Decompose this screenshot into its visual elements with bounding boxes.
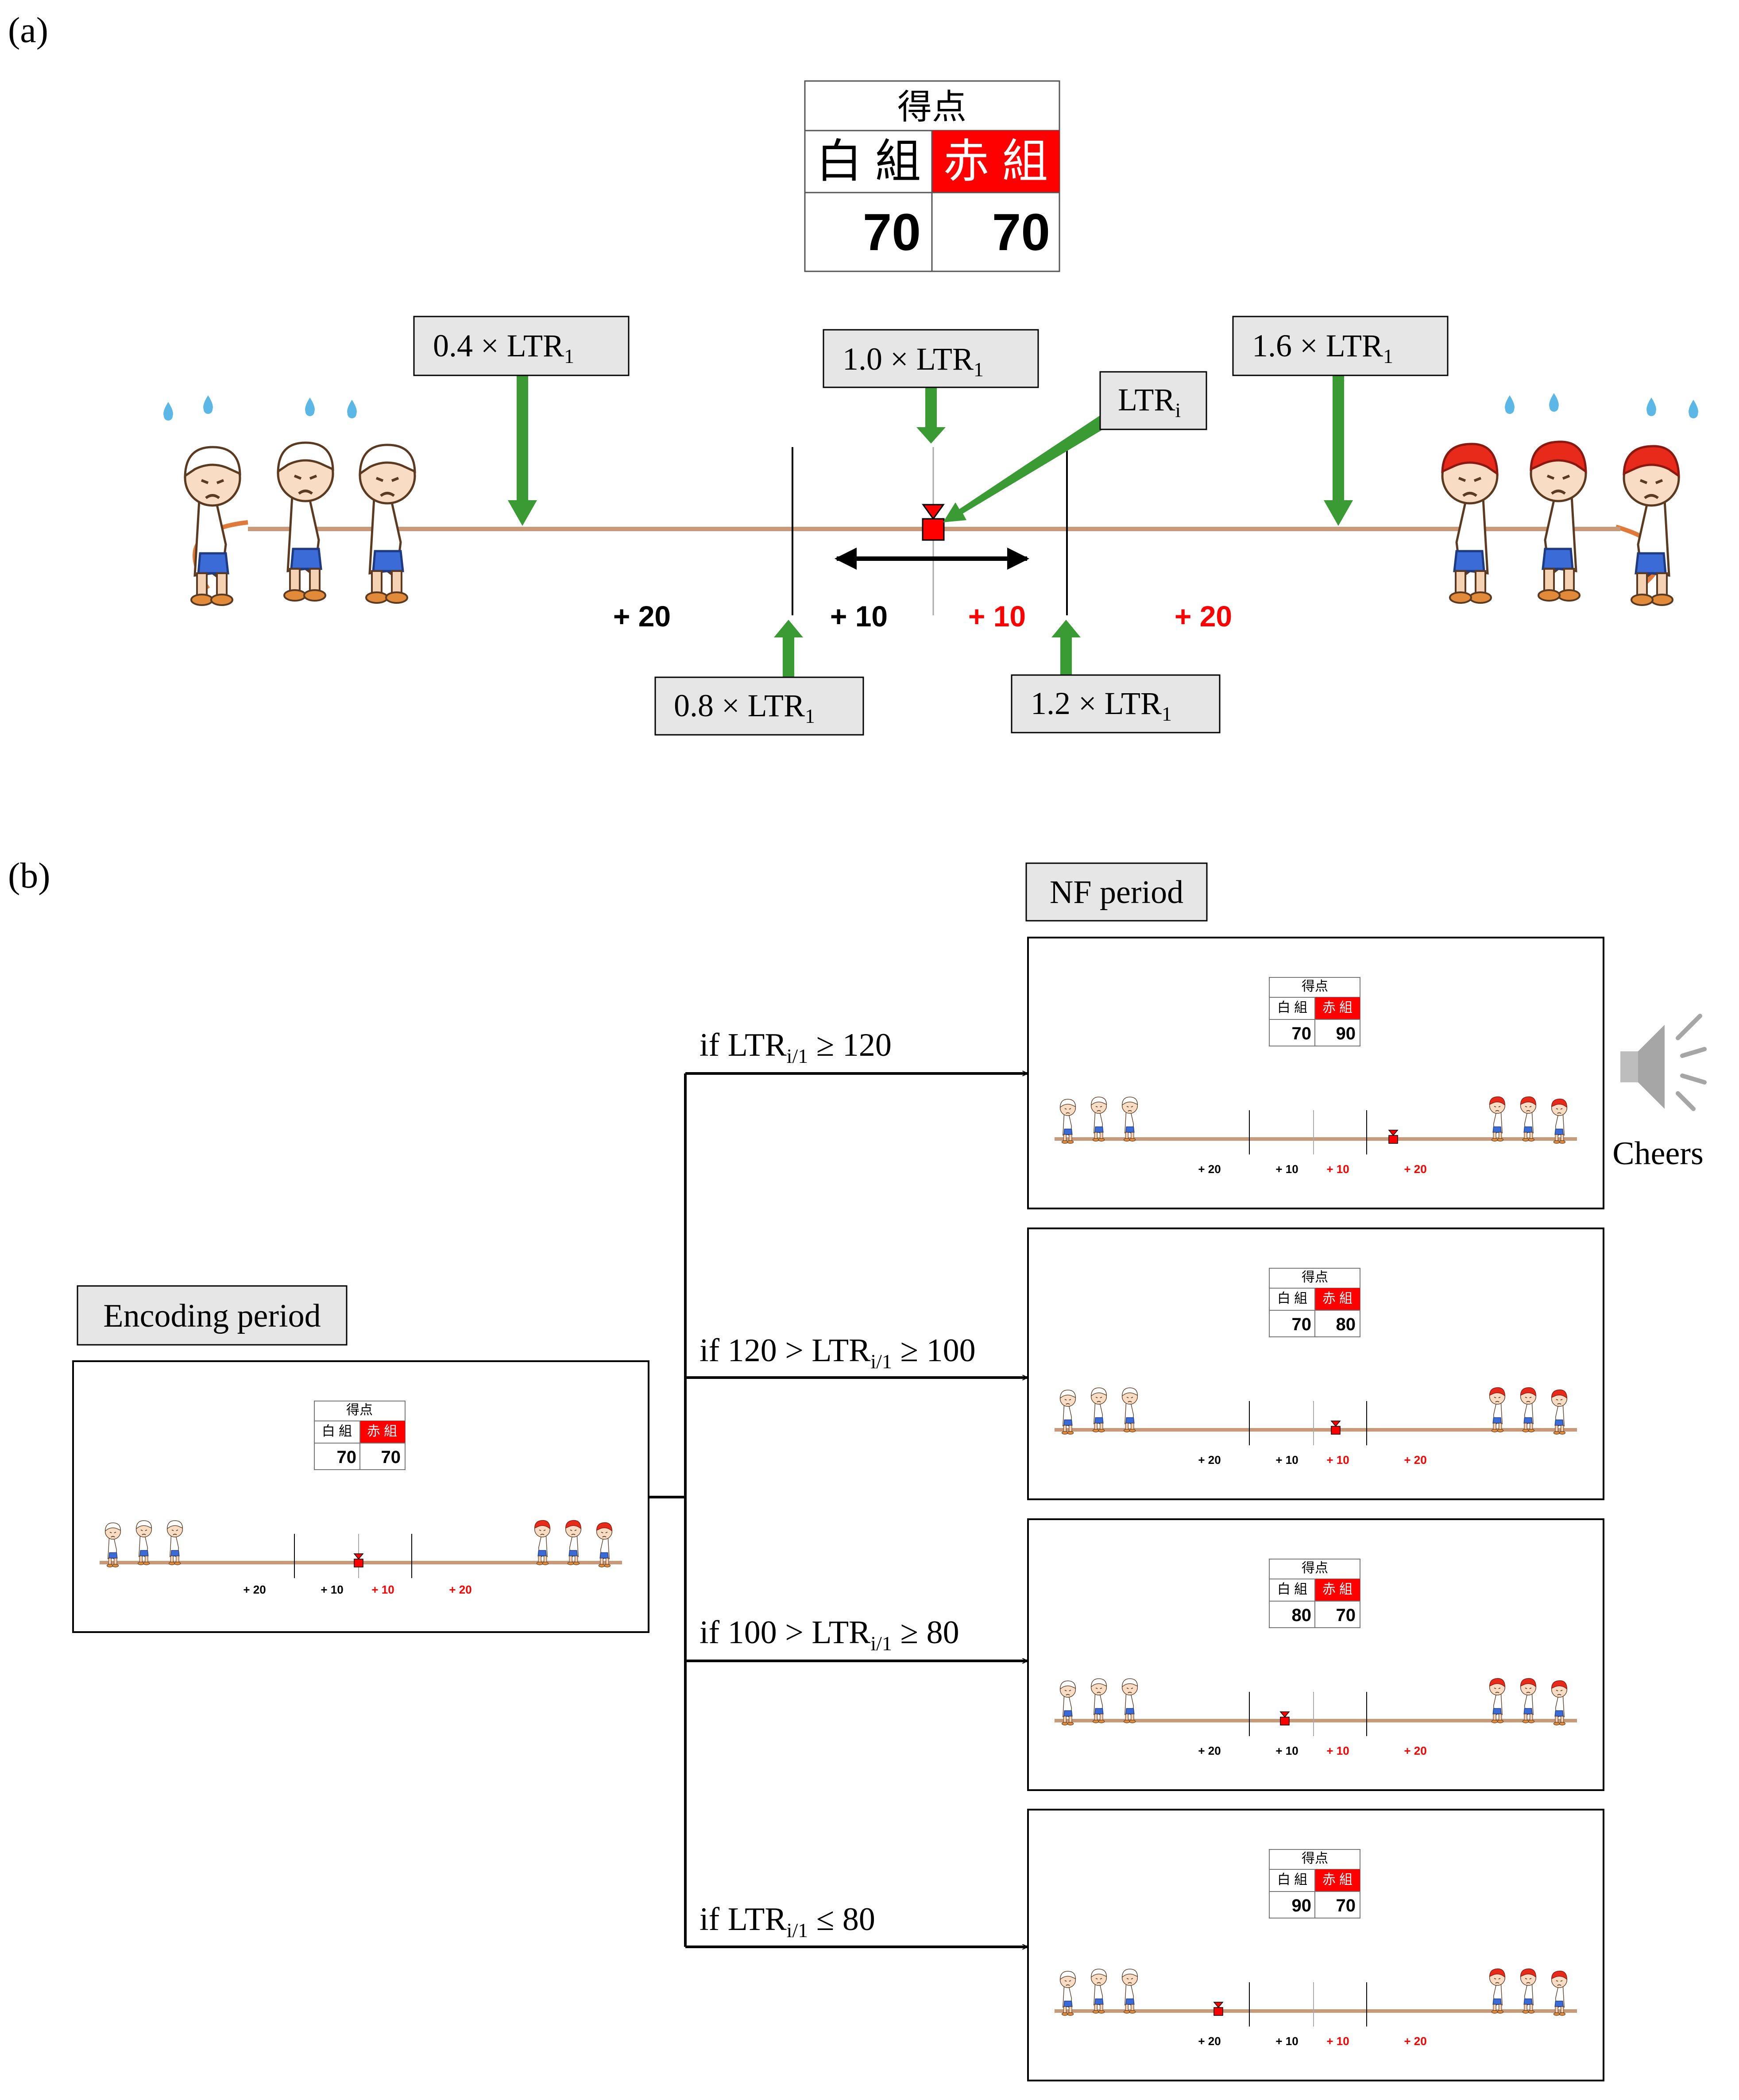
svg-text:+ 20: + 20 <box>1404 1744 1426 1757</box>
svg-text:70: 70 <box>1292 1315 1312 1334</box>
speaker-icon <box>1620 1014 1707 1111</box>
svg-text:+ 10: + 10 <box>1326 1453 1349 1467</box>
svg-text:1.6 × LTR1: 1.6 × LTR1 <box>1252 328 1393 367</box>
condition-4: if LTRi/1 ≤ 80 <box>699 1901 875 1942</box>
svg-text:+ 20: + 20 <box>1404 1162 1426 1176</box>
mini-score-headers: 得点 白 組 赤 組 得点 白 組 赤 組 得点 白 組 赤 組 得点 白 組 … <box>322 979 1353 1887</box>
svg-text:70: 70 <box>1292 1024 1312 1043</box>
svg-text:1.2 × LTR1: 1.2 × LTR1 <box>1031 686 1172 725</box>
svg-text:90: 90 <box>1292 1896 1312 1915</box>
panel-a-label: (a) <box>8 10 48 50</box>
zone-white-inner: + 10 <box>830 600 888 633</box>
nf-screen-1: 70 90 + 20 + 10 + 10 + 20 <box>1028 938 1604 1208</box>
svg-text:70: 70 <box>337 1448 357 1467</box>
svg-text:+ 20: + 20 <box>243 1583 266 1596</box>
white-team-label: 白 組 <box>816 136 921 187</box>
zone-labels: + 20 + 10 + 10 + 20 <box>613 600 1232 633</box>
svg-text:80: 80 <box>1336 1315 1356 1334</box>
svg-text:1.0 × LTR1: 1.0 × LTR1 <box>842 341 984 381</box>
condition-3: if 100 > LTRi/1 ≥ 80 <box>699 1614 959 1655</box>
svg-text:得点: 得点 <box>346 1403 373 1417</box>
svg-text:+ 10: + 10 <box>1275 1744 1298 1757</box>
branch-connector <box>649 1073 1027 1947</box>
svg-text:+ 10: + 10 <box>1326 2034 1349 2048</box>
svg-text:白 組: 白 組 <box>1277 1000 1307 1015</box>
svg-text:+ 10: + 10 <box>371 1583 394 1596</box>
nf-screen-3: 80 70 + 20 + 10 + 10 + 20 <box>1028 1519 1604 1790</box>
label-12: 1.2 × LTR1 <box>1011 674 1221 733</box>
label-04: 0.4 × LTR1 <box>413 316 630 376</box>
svg-text:得点: 得点 <box>1302 1561 1328 1575</box>
zone-red-outer: + 20 <box>1175 600 1232 633</box>
svg-text:白 組: 白 組 <box>1277 1291 1307 1306</box>
svg-text:Encoding period: Encoding period <box>103 1298 321 1334</box>
svg-text:80: 80 <box>1292 1606 1312 1625</box>
svg-text:+ 20: + 20 <box>1198 1744 1221 1757</box>
zone-white-outer: + 20 <box>613 600 671 633</box>
nf-screen-4: 90 70 + 20 + 10 + 10 + 20 <box>1028 1810 1604 2081</box>
score-table: 得点 白 組 赤 組 70 70 <box>804 80 1060 272</box>
zone-red-inner: + 10 <box>968 600 1026 633</box>
svg-text:90: 90 <box>1336 1024 1356 1043</box>
svg-text:+ 10: + 10 <box>1275 1453 1298 1467</box>
svg-text:+ 20: + 20 <box>449 1583 471 1596</box>
svg-text:70: 70 <box>1336 1606 1356 1625</box>
svg-text:赤 組: 赤 組 <box>1322 1291 1353 1306</box>
cheers-label: Cheers <box>1612 1135 1704 1172</box>
svg-text:70: 70 <box>1336 1896 1356 1915</box>
nf-period-label: NF period <box>1025 862 1208 922</box>
white-score: 70 <box>863 203 921 262</box>
svg-text:赤 組: 赤 組 <box>1322 1872 1353 1887</box>
svg-text:+ 20: + 20 <box>1198 1162 1221 1176</box>
red-score: 70 <box>992 203 1050 262</box>
svg-text:0.4 × LTR1: 0.4 × LTR1 <box>433 328 574 367</box>
svg-text:+ 10: + 10 <box>321 1583 343 1596</box>
svg-text:LTRi: LTRi <box>1118 382 1181 421</box>
svg-text:+ 20: + 20 <box>1198 2034 1221 2048</box>
threshold-arrows <box>508 375 1353 677</box>
red-team-kids <box>1442 442 1679 605</box>
current-marker <box>922 504 945 541</box>
condition-labels: if LTRi/1 ≥ 120 if 120 > LTRi/1 ≥ 100 if… <box>699 1027 976 1942</box>
label-ltri: LTRi <box>1099 371 1207 430</box>
svg-text:+ 20: + 20 <box>1404 1453 1426 1467</box>
svg-text:白 組: 白 組 <box>322 1424 352 1439</box>
red-team-label: 赤 組 <box>943 136 1048 187</box>
condition-2: if 120 > LTRi/1 ≥ 100 <box>699 1332 976 1373</box>
svg-text:NF period: NF period <box>1050 874 1183 911</box>
label-08: 0.8 × LTR1 <box>654 676 864 736</box>
label-10: 1.0 × LTR1 <box>823 329 1039 388</box>
svg-text:+ 10: + 10 <box>1275 2034 1298 2048</box>
nf-screen-2: 70 80 + 20 + 10 + 10 + 20 <box>1028 1228 1604 1499</box>
svg-text:+ 20: + 20 <box>1404 2034 1426 2048</box>
score-header: 得点 <box>897 87 966 126</box>
encoding-period-label: Encoding period <box>77 1285 348 1346</box>
svg-text:+ 10: + 10 <box>1326 1162 1349 1176</box>
svg-text:得点: 得点 <box>1302 979 1328 994</box>
svg-text:得点: 得点 <box>1302 1270 1328 1285</box>
svg-text:赤 組: 赤 組 <box>1322 1582 1353 1597</box>
svg-text:70: 70 <box>381 1448 401 1467</box>
svg-text:0.8 × LTR1: 0.8 × LTR1 <box>674 688 815 727</box>
encoding-screen: 70 70 + 20 + 10 + 10 + 20 <box>73 1361 649 1632</box>
condition-1: if LTRi/1 ≥ 120 <box>699 1027 892 1067</box>
svg-text:+ 10: + 10 <box>1275 1162 1298 1176</box>
svg-text:+ 20: + 20 <box>1198 1453 1221 1467</box>
svg-text:赤 組: 赤 組 <box>367 1424 397 1439</box>
panel-b-label: (b) <box>8 855 50 896</box>
label-16: 1.6 × LTR1 <box>1232 316 1449 376</box>
svg-text:白 組: 白 組 <box>1277 1582 1307 1597</box>
svg-text:赤 組: 赤 組 <box>1322 1000 1353 1015</box>
svg-text:白 組: 白 組 <box>1277 1872 1307 1887</box>
svg-text:得点: 得点 <box>1302 1851 1328 1866</box>
svg-text:+ 10: + 10 <box>1326 1744 1349 1757</box>
white-team-kids <box>185 443 415 605</box>
